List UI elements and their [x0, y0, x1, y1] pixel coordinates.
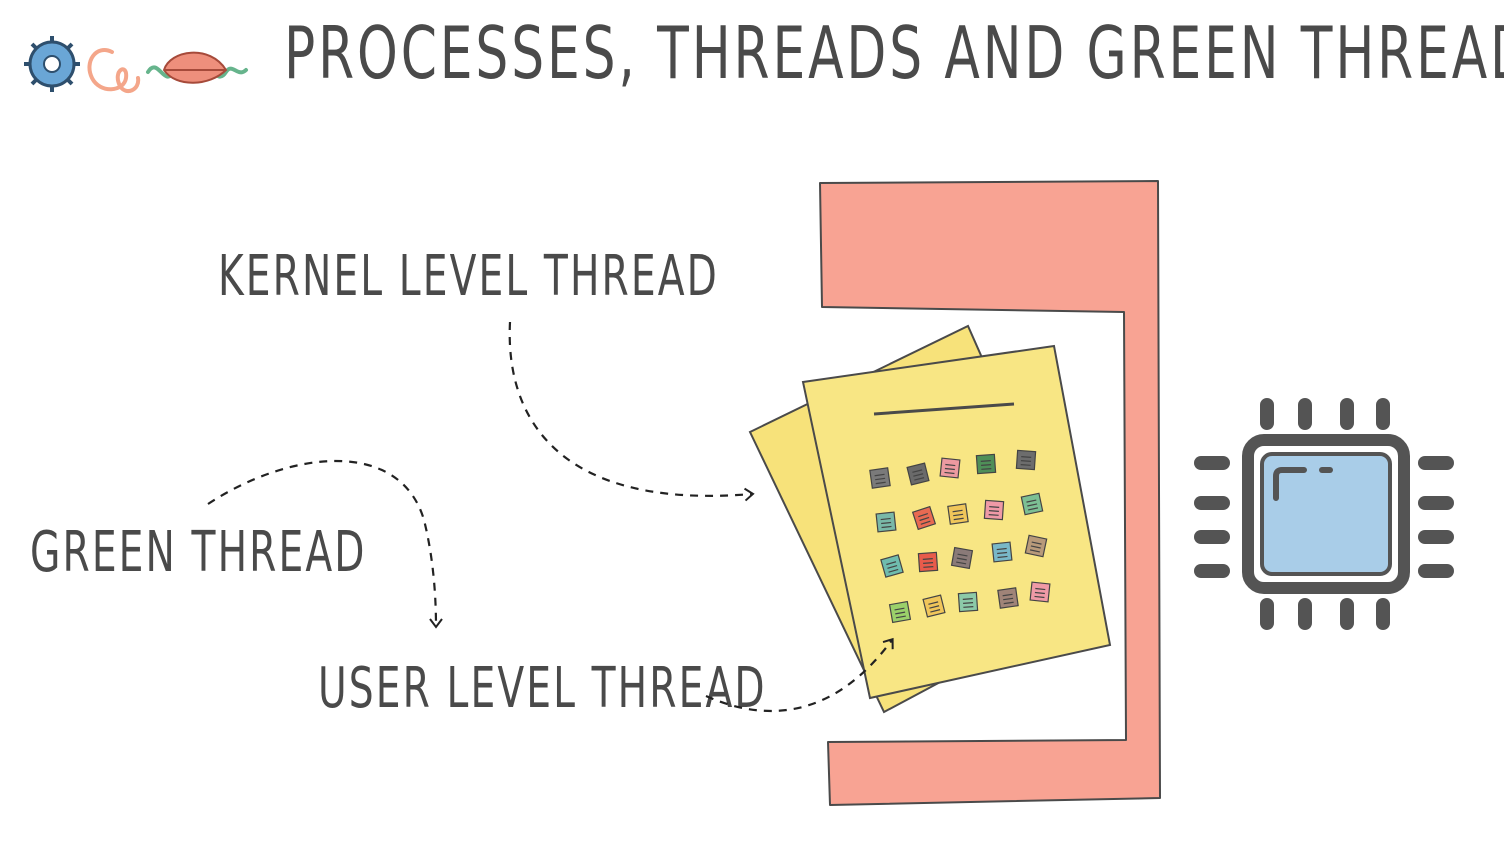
user-level-thread-label: USER LEVEL THREAD [318, 656, 767, 721]
page-title: PROCESSES, THREADS AND GREEN THREADS [284, 11, 1504, 95]
squiggle-icon [87, 48, 141, 94]
kernel-thread-arrow [508, 321, 755, 502]
green-thread-label: GREEN THREAD [30, 520, 367, 585]
paper-heading-line [873, 402, 1015, 416]
process-box [819, 180, 1161, 806]
logo [24, 36, 248, 94]
kernel-level-thread-label: KERNEL LEVEL THREAD [218, 244, 719, 309]
user-thread-arrow [705, 637, 894, 713]
gear-icon [24, 36, 80, 92]
cpu-chip-icon [1194, 398, 1454, 630]
sticky-note-icons [869, 449, 1051, 624]
green-thread-arrow [207, 459, 443, 629]
